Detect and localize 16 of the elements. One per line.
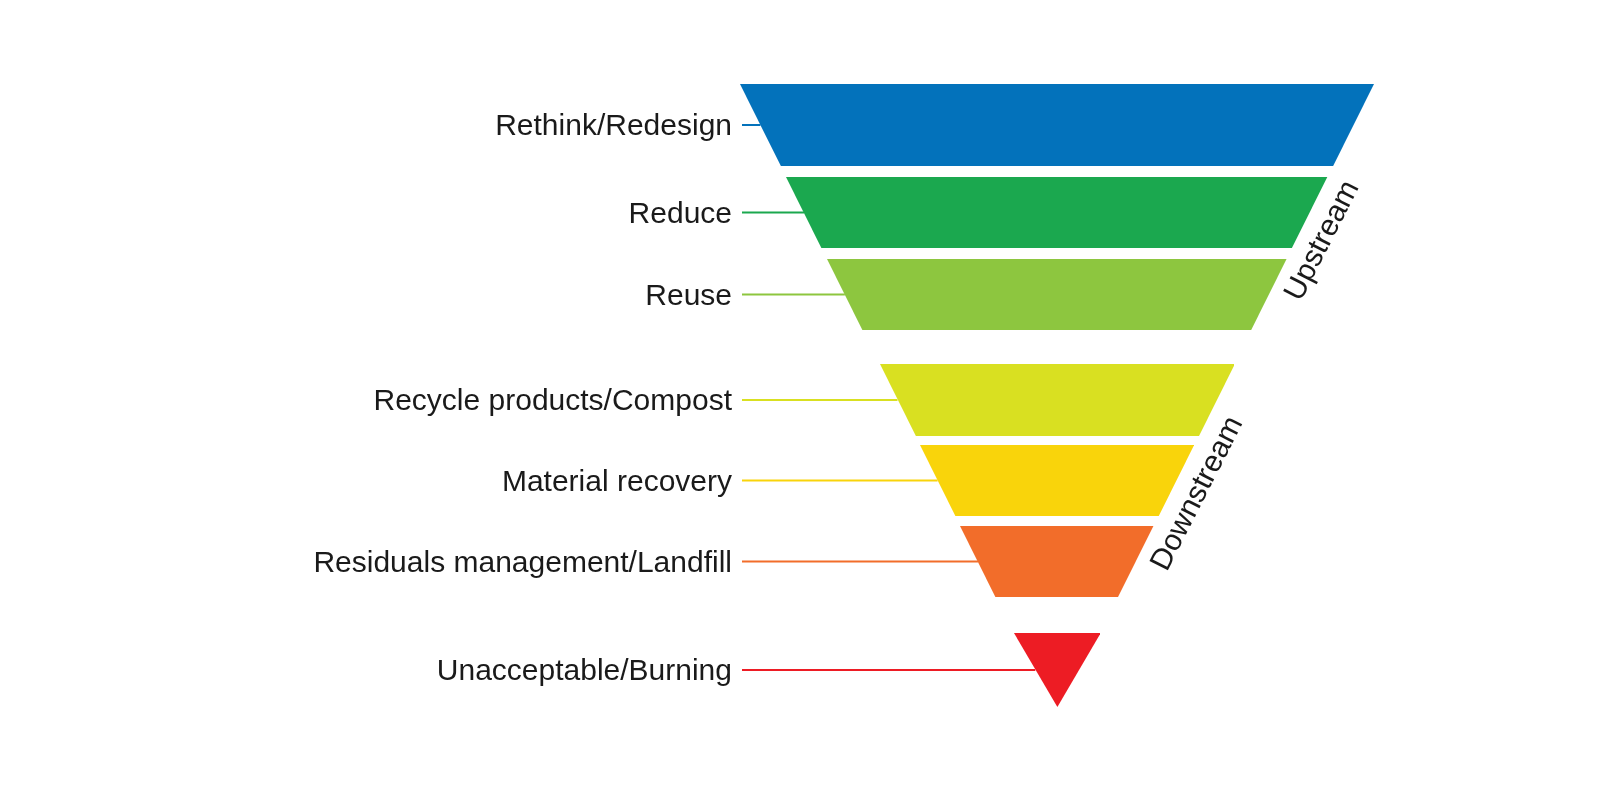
funnel-tip <box>1013 633 1101 707</box>
leader-line <box>741 669 1037 671</box>
level-label: Material recovery <box>501 465 732 496</box>
funnel-band <box>740 84 1374 166</box>
leader-line <box>741 124 762 126</box>
leader-line <box>741 560 979 563</box>
leader-line <box>741 293 846 296</box>
leader-line <box>741 479 939 482</box>
level-label: Reduce <box>628 197 732 228</box>
leader-line <box>741 399 899 401</box>
level-label: Rethink/Redesign <box>495 110 732 140</box>
level-label: Unacceptable/Burning <box>436 655 732 685</box>
level-label: Reuse <box>645 279 732 310</box>
level-label: Residuals management/Landfill <box>313 546 732 577</box>
level-label: Recycle products/Compost <box>373 385 732 415</box>
leader-line <box>741 211 806 214</box>
